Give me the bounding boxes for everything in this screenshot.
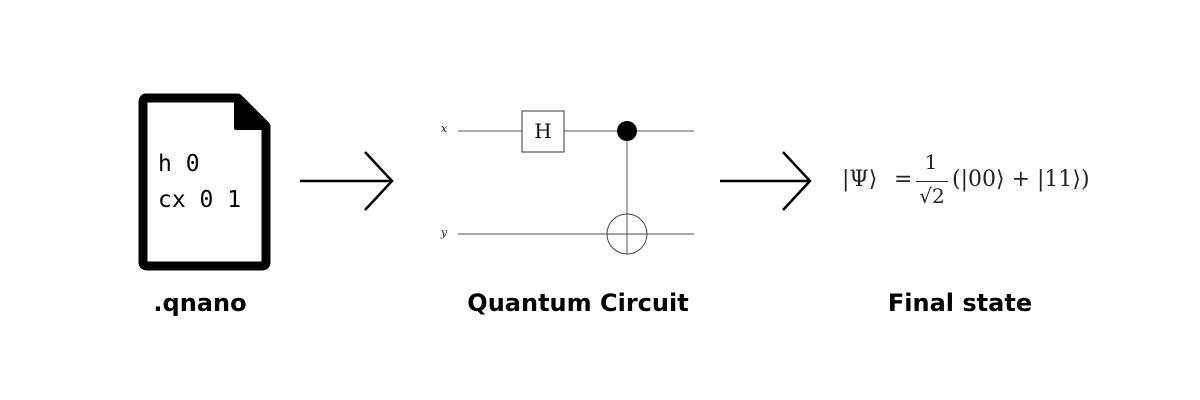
control-dot [617, 121, 637, 141]
document-icon [138, 93, 271, 271]
right-arrow-icon [300, 151, 394, 211]
bell-state-sum: (|00⟩ + |11⟩) [952, 167, 1090, 192]
fraction: 1 √2 [914, 150, 948, 216]
right-arrow-icon [720, 151, 812, 211]
code-line-1: h 0 [158, 151, 200, 177]
hadamard-gate [521, 110, 565, 153]
quantum-circuit [458, 110, 694, 255]
caption-qnano: .qnano [153, 289, 247, 317]
target-oplus [606, 213, 648, 255]
wire-label-y: y [440, 226, 448, 239]
fraction-numerator: 1 [924, 150, 938, 174]
equals-sign: = [894, 167, 913, 192]
fraction-bar [916, 181, 948, 183]
code-line-2: cx 0 1 [158, 187, 242, 213]
qnano-code: h 0 cx 0 1 [158, 146, 268, 218]
ket-psi: |Ψ⟩ [842, 167, 878, 192]
fraction-denominator: √2 [919, 184, 945, 208]
hadamard-gate-label: H [534, 119, 552, 143]
caption-final-state: Final state [887, 289, 1033, 317]
wire-label-x: x [440, 122, 448, 135]
caption-quantum-circuit: Quantum Circuit [467, 289, 689, 317]
